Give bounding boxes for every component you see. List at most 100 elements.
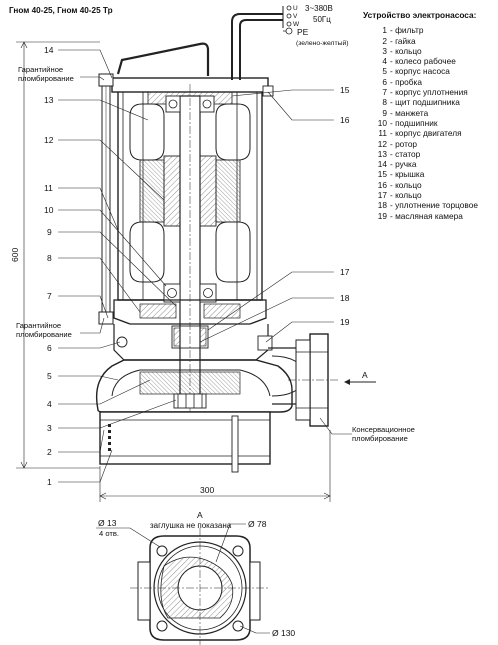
callout-17: 17	[340, 267, 350, 277]
outer-diameter: Ø 78	[248, 519, 267, 529]
legend-item-text: - корпус уплотнения	[390, 87, 468, 98]
seal-housing	[113, 299, 273, 361]
legend-item: 7- корпус уплотнения	[363, 87, 498, 97]
callout-1: 1	[47, 477, 52, 487]
width-dimension	[99, 430, 331, 502]
legend-item: 18- уплотнение торцовое	[363, 200, 498, 210]
legend-item-text: - колесо рабочее	[390, 56, 456, 67]
seal-label-bottom: Гарантийное пломбирование	[16, 321, 72, 339]
legend-item-number: 16	[377, 179, 387, 190]
seal-label-top: Гарантийное пломбирование	[18, 65, 74, 83]
legend-item-number: 3	[382, 45, 387, 56]
legend-item-number: 18	[377, 200, 387, 211]
callout-18: 18	[340, 293, 350, 303]
height-dimension-value: 600	[10, 248, 20, 262]
power-cable	[231, 5, 293, 80]
legend-item: 17- кольцо	[363, 190, 498, 200]
legend-item: 4- колесо рабочее	[363, 56, 498, 66]
legend-item-text: - уплотнение торцовое	[390, 200, 478, 211]
legend-item-text: - подшипник	[390, 117, 438, 128]
legend-item-number: 4	[382, 56, 387, 67]
callout-14: 14	[44, 45, 54, 55]
legend-item-number: 1	[382, 25, 387, 36]
legend-item-number: 19	[377, 210, 387, 221]
legend-item: 11- корпус двигателя	[363, 128, 498, 138]
callout-3: 3	[47, 423, 52, 433]
seal-label-bottom-line1: Гарантийное	[16, 321, 61, 330]
conservation-seal-line2: пломбирование	[352, 434, 408, 443]
seal-label-top-line2: пломбирование	[18, 74, 74, 83]
view-marker: A	[362, 370, 368, 380]
legend-item: 6- пробка	[363, 77, 498, 87]
legend-item-text: - фильтр	[390, 25, 424, 36]
legend-item-number: 12	[377, 138, 387, 149]
legend-item: 3- кольцо	[363, 46, 498, 56]
callout-7: 7	[47, 291, 52, 301]
bottom-view	[96, 523, 270, 645]
callout-8: 8	[47, 253, 52, 263]
legend-item-text: - ручка	[390, 159, 417, 170]
legend-item: 5- корпус насоса	[363, 66, 498, 76]
phase-u: U	[293, 5, 298, 12]
bottom-view-title: A	[197, 510, 203, 520]
callout-9: 9	[47, 227, 52, 237]
callout-2: 2	[47, 447, 52, 457]
callout-15: 15	[340, 85, 350, 95]
callout-11: 11	[44, 183, 53, 193]
legend-item-text: - масляная камера	[390, 210, 463, 221]
height-dimension	[16, 41, 100, 469]
bolt-circle-diameter: Ø 130	[272, 628, 295, 638]
callout-4: 4	[47, 399, 52, 409]
legend-item-text: - корпус двигателя	[390, 128, 462, 139]
bottom-view-note: заглушка не показана	[150, 521, 232, 530]
legend-item-text: - кольцо	[390, 45, 422, 56]
legend-item: 13- статор	[363, 149, 498, 159]
legend-item-number: 11	[378, 128, 387, 139]
legend-item-number: 15	[377, 169, 387, 180]
width-dimension-value: 300	[200, 485, 214, 495]
drawing-title: Гном 40-25, Гном 40-25 Тр	[9, 6, 113, 15]
legend-item-text: - пробка	[390, 76, 422, 87]
legend-item-number: 10	[377, 117, 387, 128]
callout-16: 16	[340, 115, 350, 125]
callout-19: 19	[340, 317, 350, 327]
handle	[116, 42, 210, 76]
legend-item: 9- манжета	[363, 108, 498, 118]
legend-item-number: 2	[382, 35, 387, 46]
legend-item: 16- кольцо	[363, 180, 498, 190]
legend-item: 15- крышка	[363, 169, 498, 179]
legend-item-number: 17	[377, 190, 387, 201]
filter	[99, 411, 271, 473]
legend-title: Устройство электронасоса:	[363, 10, 477, 20]
callout-13: 13	[44, 95, 54, 105]
legend-item-number: 13	[377, 148, 387, 159]
callout-6: 6	[47, 343, 52, 353]
legend-item-number: 7	[382, 87, 387, 98]
conservation-seal-line1: Консервационное	[352, 425, 415, 434]
legend-item-text: - манжета	[390, 107, 429, 118]
legend-item: 12- ротор	[363, 139, 498, 149]
leader-lines	[58, 49, 352, 483]
legend-item-text: - щит подшипника	[390, 97, 460, 108]
seal-label-top-line1: Гарантийное	[18, 65, 63, 74]
legend-item: 14- ручка	[363, 159, 498, 169]
holes-count: 4 отв.	[99, 529, 119, 538]
legend-item: 8- щит подшипника	[363, 97, 498, 107]
rotor	[163, 155, 217, 227]
callout-12: 12	[44, 135, 54, 145]
legend-item-number: 8	[382, 97, 387, 108]
legend-item-text: - крышка	[390, 169, 425, 180]
bearings	[163, 95, 217, 303]
callout-5: 5	[47, 371, 52, 381]
legend-item-text: - кольцо	[390, 190, 422, 201]
callout-10: 10	[44, 205, 54, 215]
supply-voltage: 3~380В	[305, 4, 333, 13]
phase-v: V	[293, 13, 298, 20]
legend-item: 2- гайка	[363, 36, 498, 46]
legend-item: 10- подшипник	[363, 118, 498, 128]
earth-note: (зелено-желтый)	[296, 39, 349, 47]
legend-item: 1- фильтр	[363, 25, 498, 35]
